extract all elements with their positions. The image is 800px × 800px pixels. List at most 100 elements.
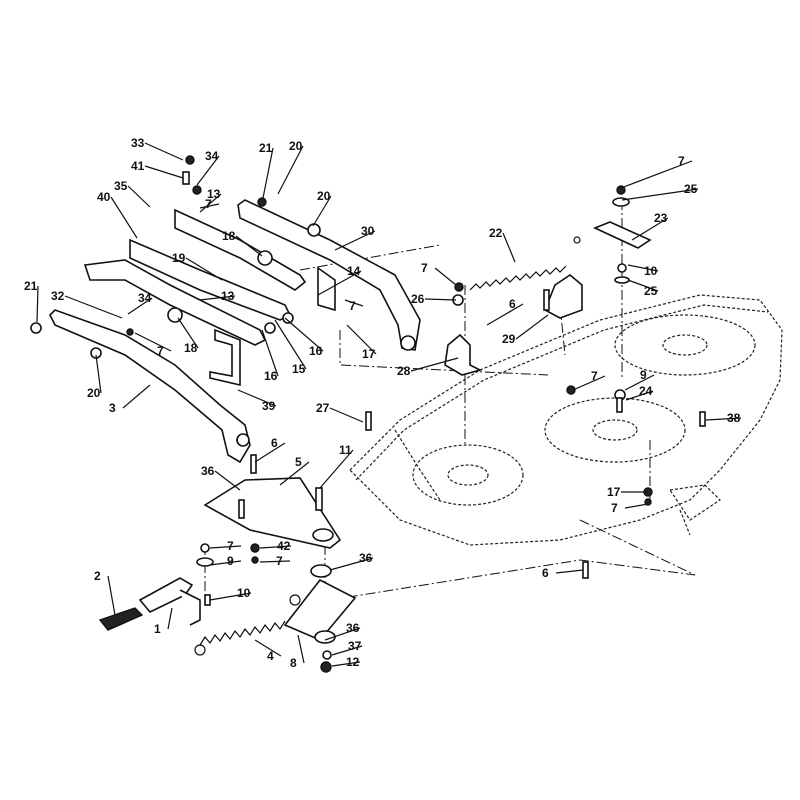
callout-c34a: 34 [205, 149, 219, 163]
leader-line [312, 195, 332, 227]
callout-c33: 33 [131, 136, 145, 150]
leader-line [36, 285, 39, 323]
leader-line [274, 319, 307, 370]
bracket-39 [209, 328, 241, 387]
leader-line [324, 627, 361, 641]
callout-c16b: 16 [264, 369, 278, 383]
callout-c3: 3 [109, 401, 116, 415]
callout-c41: 41 [131, 159, 145, 173]
pedal-1 [138, 577, 201, 626]
callout-c27: 27 [316, 401, 330, 415]
callout-c13b: 13 [221, 289, 235, 303]
leader-line [329, 407, 364, 423]
pedal-pad-2 [98, 607, 144, 631]
leader-line [625, 390, 654, 401]
callout-c7e: 7 [421, 261, 428, 275]
callout-c15: 15 [292, 362, 306, 376]
leader-line [279, 461, 310, 486]
callout-c22: 22 [489, 226, 503, 240]
callout-c39: 39 [262, 399, 276, 413]
leader-line [284, 317, 324, 352]
leader-line [199, 295, 236, 301]
leader-line [620, 160, 693, 189]
callout-c10a: 10 [644, 264, 658, 278]
leader-line [122, 384, 151, 409]
callout-c7d: 7 [678, 154, 685, 168]
leader-line [331, 661, 361, 667]
callout-c26: 26 [411, 292, 425, 306]
callout-c6c: 6 [542, 566, 549, 580]
leader-line [196, 155, 220, 186]
callout-c8: 8 [290, 656, 297, 670]
lift-arm-front [49, 309, 251, 464]
leader-line [259, 545, 292, 549]
leader-line [515, 314, 549, 340]
leader-line [199, 193, 222, 213]
callout-c29: 29 [502, 332, 516, 346]
leader-line [410, 357, 459, 372]
leader-line [329, 557, 374, 571]
callout-c36b: 36 [359, 551, 373, 565]
callout-c13a: 13 [207, 187, 221, 201]
mower-deck [349, 294, 783, 546]
leader-line [317, 270, 362, 296]
leader-line [631, 217, 669, 241]
callout-c21a: 21 [259, 141, 273, 155]
callout-c14: 14 [347, 264, 361, 278]
spring-22 [469, 236, 581, 291]
plate-5 [203, 477, 342, 549]
leader-line [261, 329, 279, 377]
callout-c10b: 10 [237, 586, 251, 600]
leader-line [621, 188, 699, 201]
callout-c24: 24 [639, 384, 653, 398]
callout-c23: 23 [654, 211, 668, 225]
callout-c38: 38 [727, 411, 741, 425]
bracket-28 [444, 333, 483, 376]
leader-line [237, 389, 277, 407]
leader-line [259, 560, 291, 563]
callout-c35: 35 [114, 179, 128, 193]
leader-line [434, 267, 457, 286]
callout-c36c: 36 [346, 621, 360, 635]
leader-line [95, 354, 102, 394]
leader-line [624, 503, 649, 509]
callout-c5: 5 [295, 455, 302, 469]
callout-c25b: 25 [644, 284, 658, 298]
leader-line [627, 264, 659, 272]
callout-c9b: 9 [227, 554, 234, 568]
leader-line [214, 470, 241, 491]
callout-c11: 11 [339, 443, 352, 457]
leader-line [144, 142, 184, 161]
callout-c1: 1 [154, 622, 161, 636]
callout-c28: 28 [397, 364, 411, 378]
leader-line [235, 235, 263, 257]
callout-c20a: 20 [289, 139, 303, 153]
callout-c4: 4 [267, 649, 274, 663]
leader-line [502, 232, 516, 263]
leader-line [705, 417, 742, 421]
callout-c7b: 7 [349, 299, 356, 313]
callout-c25a: 25 [684, 182, 698, 196]
leader-line [572, 375, 606, 391]
blade-spindle-right [614, 314, 756, 376]
callout-c20c: 20 [87, 386, 101, 400]
leader-line [199, 203, 220, 209]
callout-c6a: 6 [509, 297, 516, 311]
callout-c37: 37 [348, 639, 362, 653]
leader-line [334, 230, 376, 251]
leader-line [277, 145, 304, 195]
callout-c16a: 16 [309, 344, 323, 358]
callout-c19: 19 [172, 251, 186, 265]
leader-line [254, 442, 286, 463]
leader-line [344, 299, 364, 307]
spring-4 [194, 594, 301, 656]
callout-c34b: 34 [138, 291, 152, 305]
callout-c40: 40 [97, 190, 111, 204]
callout-c18b: 18 [184, 341, 198, 355]
blade-spindle-center [544, 397, 686, 463]
leader-line [110, 196, 138, 239]
leader-line [486, 303, 524, 326]
callout-c9a: 9 [640, 368, 647, 382]
